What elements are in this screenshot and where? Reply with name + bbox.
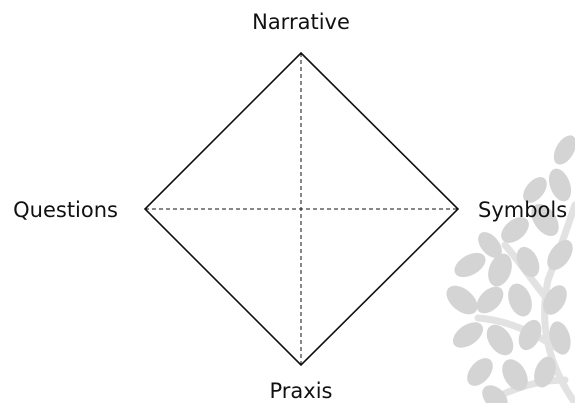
- diamond-outline: [143, 51, 460, 367]
- label-left-questions: Questions: [13, 198, 118, 222]
- label-bottom-praxis: Praxis: [270, 379, 333, 403]
- tree-watermark: [446, 135, 575, 403]
- tree-leaves: [446, 135, 575, 403]
- label-right-symbols: Symbols: [478, 198, 567, 222]
- label-top-narrative: Narrative: [252, 10, 350, 34]
